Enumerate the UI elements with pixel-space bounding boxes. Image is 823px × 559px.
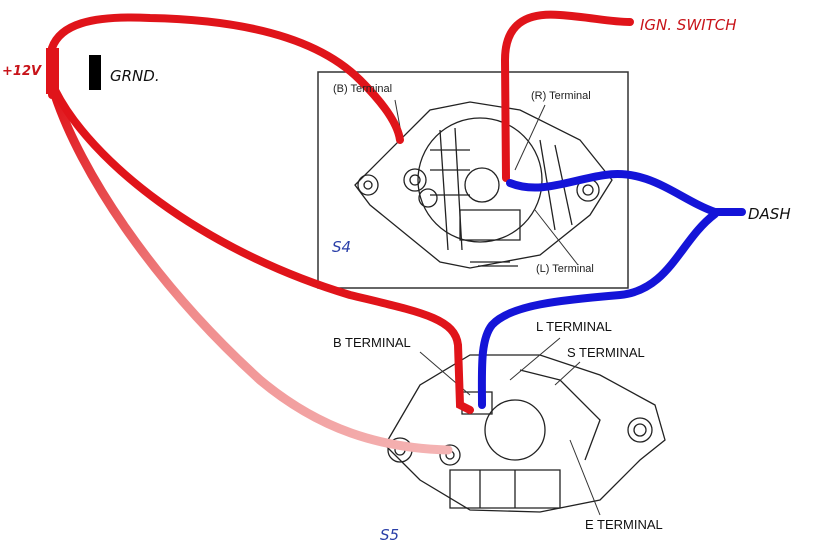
s4-l-terminal-label: (L) Terminal [536, 263, 594, 275]
s4-r-terminal-label: (R) Terminal [531, 90, 591, 102]
ground-marker [89, 55, 101, 90]
ign-switch-wire [500, 10, 634, 182]
s4-alternator-drawing [354, 101, 613, 269]
s5-label: S5 [380, 526, 400, 544]
dash-label: DASH [748, 205, 791, 223]
s5-l-terminal-label: L TERMINAL [536, 319, 612, 334]
positive-to-s5-b-terminal-wire [51, 86, 474, 414]
s5-alternator-drawing [384, 354, 666, 513]
ground-label: GRND. [110, 67, 160, 85]
dash-to-s4-l-terminal-wire [506, 170, 746, 216]
positive-junction [46, 48, 59, 94]
faded-positive-wire [50, 90, 453, 455]
positive-to-s4-b-terminal-wire [48, 13, 404, 144]
s5-s-terminal-label: S TERMINAL [567, 345, 645, 360]
s4-b-terminal-label: (B) Terminal [333, 83, 393, 95]
s5-e-terminal-label: E TERMINAL [585, 517, 663, 532]
s5-b-terminal-label: B TERMINAL [333, 335, 411, 350]
plus-12v-label: +12V [2, 64, 42, 79]
dash-to-s5-l-terminal-wire [477, 210, 719, 409]
s4-label: S4 [332, 238, 352, 256]
ign-switch-label: IGN. SWITCH [640, 16, 737, 34]
